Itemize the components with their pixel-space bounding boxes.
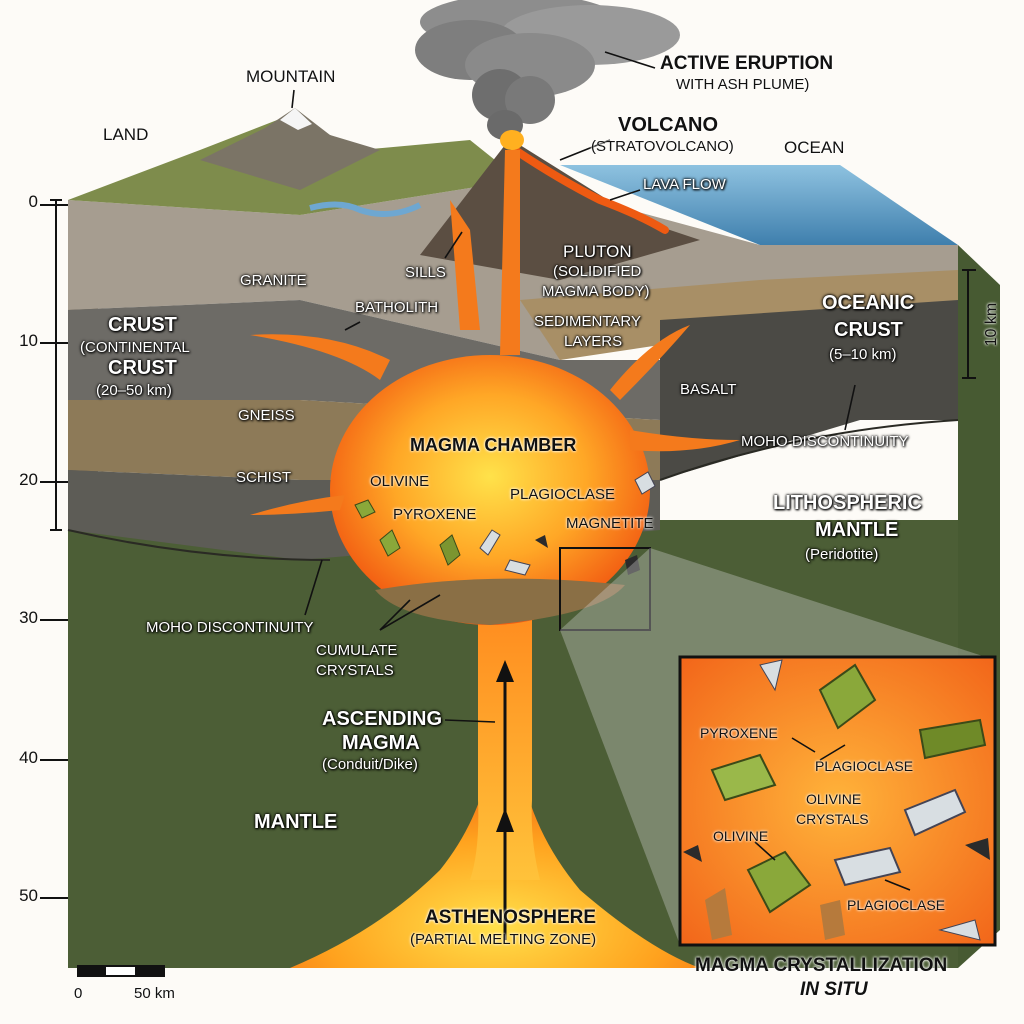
inset-caption-line-2: IN SITU [800,979,868,1000]
depth-tick-10: 10 [19,331,38,350]
basalt-label: BASALT [680,381,737,398]
stratovolcano-label: (STRATOVOLCANO) [591,138,734,155]
oceanic-crust-label-1: OCEANIC [822,292,915,314]
ocean [560,165,958,245]
moho-line-right [659,419,959,481]
inset-plagioclase-bottom-label: PLAGIOCLASE [847,897,946,913]
crust-label-1: CRUST [108,314,177,336]
mantle-label: MANTLE [254,811,338,833]
crust-label-2: (CONTINENTAL [80,339,190,356]
gneiss-label: GNEISS [238,407,295,424]
moho-right-label: MOHO DISCONTINUITY [741,433,909,450]
lava-flow-label: LAVA FLOW [643,176,726,193]
cumulate-label-2: CRYSTALS [316,662,394,679]
magnetite-chamber-label: MAGNETITE [566,515,654,532]
oceanic-crust-label-2: CRUST [834,319,903,341]
depth-tick-50: 50 [19,886,38,905]
leader-lines [291,51,911,891]
pyroxene-chamber-label: PYROXENE [393,506,477,523]
ascending-magma-label-3: (Conduit/Dike) [322,756,418,773]
volcano-label: VOLCANO [618,114,718,136]
mountain-label: MOUNTAIN [246,67,336,86]
depth-axis [40,199,68,899]
lithospheric-mantle-label-1: LITHOSPHERIC [773,492,922,514]
depth-tick-30: 30 [19,608,38,627]
pluton-sub2-label: MAGMA BODY) [542,283,650,300]
sill-right-upper [610,325,690,400]
scale-50km-label: 50 km [134,985,175,1002]
oceanic-crust-layer [660,300,958,480]
schist-label: SCHIST [236,469,292,486]
depth-tick-20: 20 [19,470,38,489]
pluton-sub1-label: (SOLIDIFIED [553,263,642,280]
olivine-chamber-label: OLIVINE [370,473,430,490]
inset-olivine-crystals-label-1: OLIVINE [806,791,862,807]
inset-crystals [683,659,990,941]
depth-tick-40: 40 [19,748,38,767]
chamber-crystals [354,471,656,576]
lithospheric-mantle-label-3: (Peridotite) [805,546,879,563]
moho-left-label: MOHO DISCONTINUITY [146,619,314,636]
depth-tick-0: 0 [28,192,38,211]
sedimentary-label-2: LAYERS [564,333,623,350]
main-dike [500,150,520,355]
moho-line-left [67,529,331,561]
scale-zero-label: 0 [74,985,83,1002]
lava-flow [511,146,669,234]
land-label: LAND [103,125,149,144]
ash-plume [415,0,680,140]
ascending-arrows [496,660,514,940]
cumulate-pile [375,578,625,625]
asthenosphere-sub-label: (PARTIAL MELTING ZONE) [410,931,597,948]
cumulate-label-1: CUMULATE [316,642,398,659]
crust-label-4: (20–50 km) [96,382,172,399]
lithospheric-mantle-label-2: MANTLE [815,519,899,541]
oceanic-crust-label-3: (5–10 km) [829,346,897,363]
mountain [200,108,380,190]
crater-glow [500,130,524,150]
zoom-box [559,547,651,631]
sill-right-lower [630,430,740,452]
inset-olivine-crystals-label-2: CRYSTALS [796,811,869,827]
ascending-magma-label-2: MAGMA [342,732,420,754]
sill-left-upper [250,334,390,380]
sill-volcano [450,200,480,330]
inset-plagioclase-top-label: PLAGIOCLASE [815,758,914,774]
sills-label: SILLS [405,264,446,281]
asthenosphere-label: ASTHENOSPHERE [425,907,597,928]
oceanic-scale [962,269,976,379]
magma-chamber [330,355,650,625]
inset-olivine-label: OLIVINE [713,828,769,844]
scale-10km-label: 10 km [983,302,1001,347]
granite-label: GRANITE [240,272,307,289]
magma-chamber-label: MAGMA CHAMBER [410,435,577,455]
active-eruption-label: ACTIVE ERUPTION [660,53,834,74]
ash-plume-label: WITH ASH PLUME) [676,76,810,93]
sill-left-lower [250,495,345,515]
river [309,201,422,217]
batholith-label: BATHOLITH [355,299,439,316]
sedimentary-label-1: SEDIMENTARY [534,313,641,330]
pluton-label: PLUTON [563,242,632,261]
mountain-snowcap [280,108,312,130]
ascending-magma-label-1: ASCENDING [322,708,443,730]
volcano [420,145,700,280]
ocean-label: OCEAN [784,138,845,157]
inset-pyroxene-label: PYROXENE [700,725,778,741]
inset-caption-line-1: MAGMA CRYSTALLIZATION [695,955,948,976]
scale-bar [77,965,165,977]
crust-label-3: CRUST [108,357,177,379]
plagioclase-chamber-label: PLAGIOCLASE [510,486,616,503]
